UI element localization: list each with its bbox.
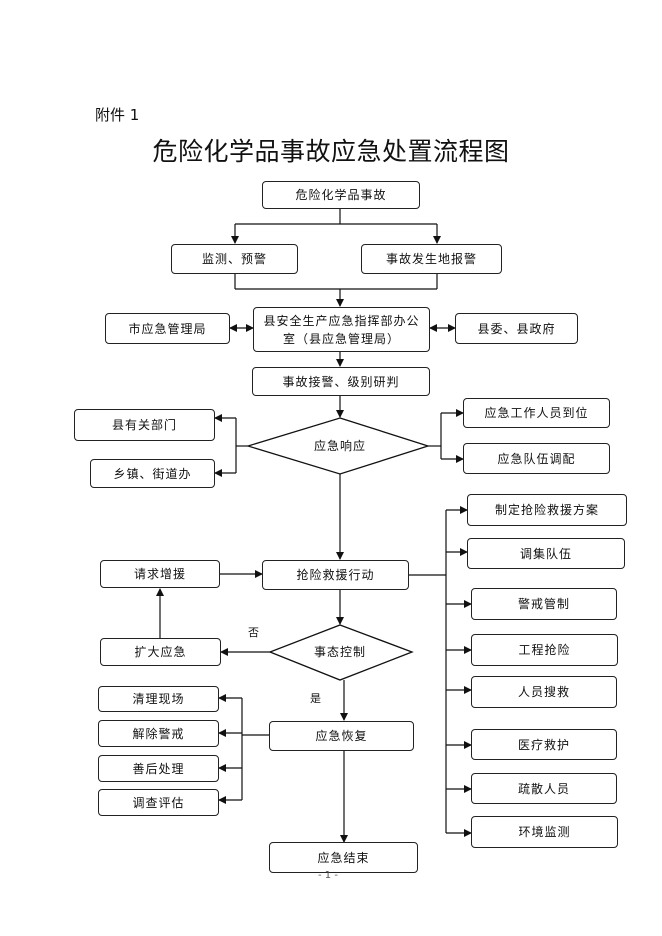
control-label: 事态控制 <box>313 645 366 659</box>
node-expand: 扩大应急 <box>100 638 221 666</box>
node-search: 人员搜救 <box>471 676 617 708</box>
node-recovery: 应急恢复 <box>269 721 414 751</box>
node-request-aid: 请求增援 <box>100 560 220 588</box>
node-report: 事故发生地报警 <box>361 244 502 274</box>
response-diamond <box>245 417 431 475</box>
node-county-depts: 县有关部门 <box>74 409 215 441</box>
node-env-monitor: 环境监测 <box>471 816 618 848</box>
branch-yes-label: 是 <box>310 692 321 705</box>
node-county-office: 县安全生产应急指挥部办公室（县应急管理局） <box>253 307 430 352</box>
page-title: 危险化学品事故应急处置流程图 <box>152 137 510 166</box>
node-receive: 事故接警、级别研判 <box>252 367 430 396</box>
node-clean: 清理现场 <box>98 686 219 712</box>
node-aftermath: 善后处理 <box>98 755 219 782</box>
node-staff-arrive: 应急工作人员到位 <box>463 398 610 428</box>
node-lift-alert: 解除警戒 <box>98 720 219 747</box>
control-diamond <box>268 624 414 681</box>
node-evacuate: 疏散人员 <box>471 773 617 804</box>
node-rescue-action: 抢险救援行动 <box>262 560 409 590</box>
page-number: - 1 - <box>318 870 338 881</box>
node-team-deploy: 应急队伍调配 <box>463 443 610 474</box>
node-end: 应急结束 <box>269 842 418 873</box>
node-engineering: 工程抢险 <box>471 634 618 666</box>
node-gather: 调集队伍 <box>467 538 625 569</box>
node-investigate: 调查评估 <box>98 789 219 816</box>
node-medical: 医疗救护 <box>471 729 617 760</box>
node-county-gov: 县委、县政府 <box>455 313 578 344</box>
node-plan: 制定抢险救援方案 <box>467 494 627 526</box>
node-cordon: 警戒管制 <box>471 588 617 620</box>
attachment-label: 附件 1 <box>95 106 140 124</box>
node-accident: 危险化学品事故 <box>262 181 420 209</box>
node-towns: 乡镇、街道办 <box>90 459 215 488</box>
branch-no-label: 否 <box>248 626 259 639</box>
node-city-bureau: 市应急管理局 <box>105 313 230 344</box>
response-label: 应急响应 <box>313 439 366 453</box>
node-monitor: 监测、预警 <box>171 244 298 274</box>
